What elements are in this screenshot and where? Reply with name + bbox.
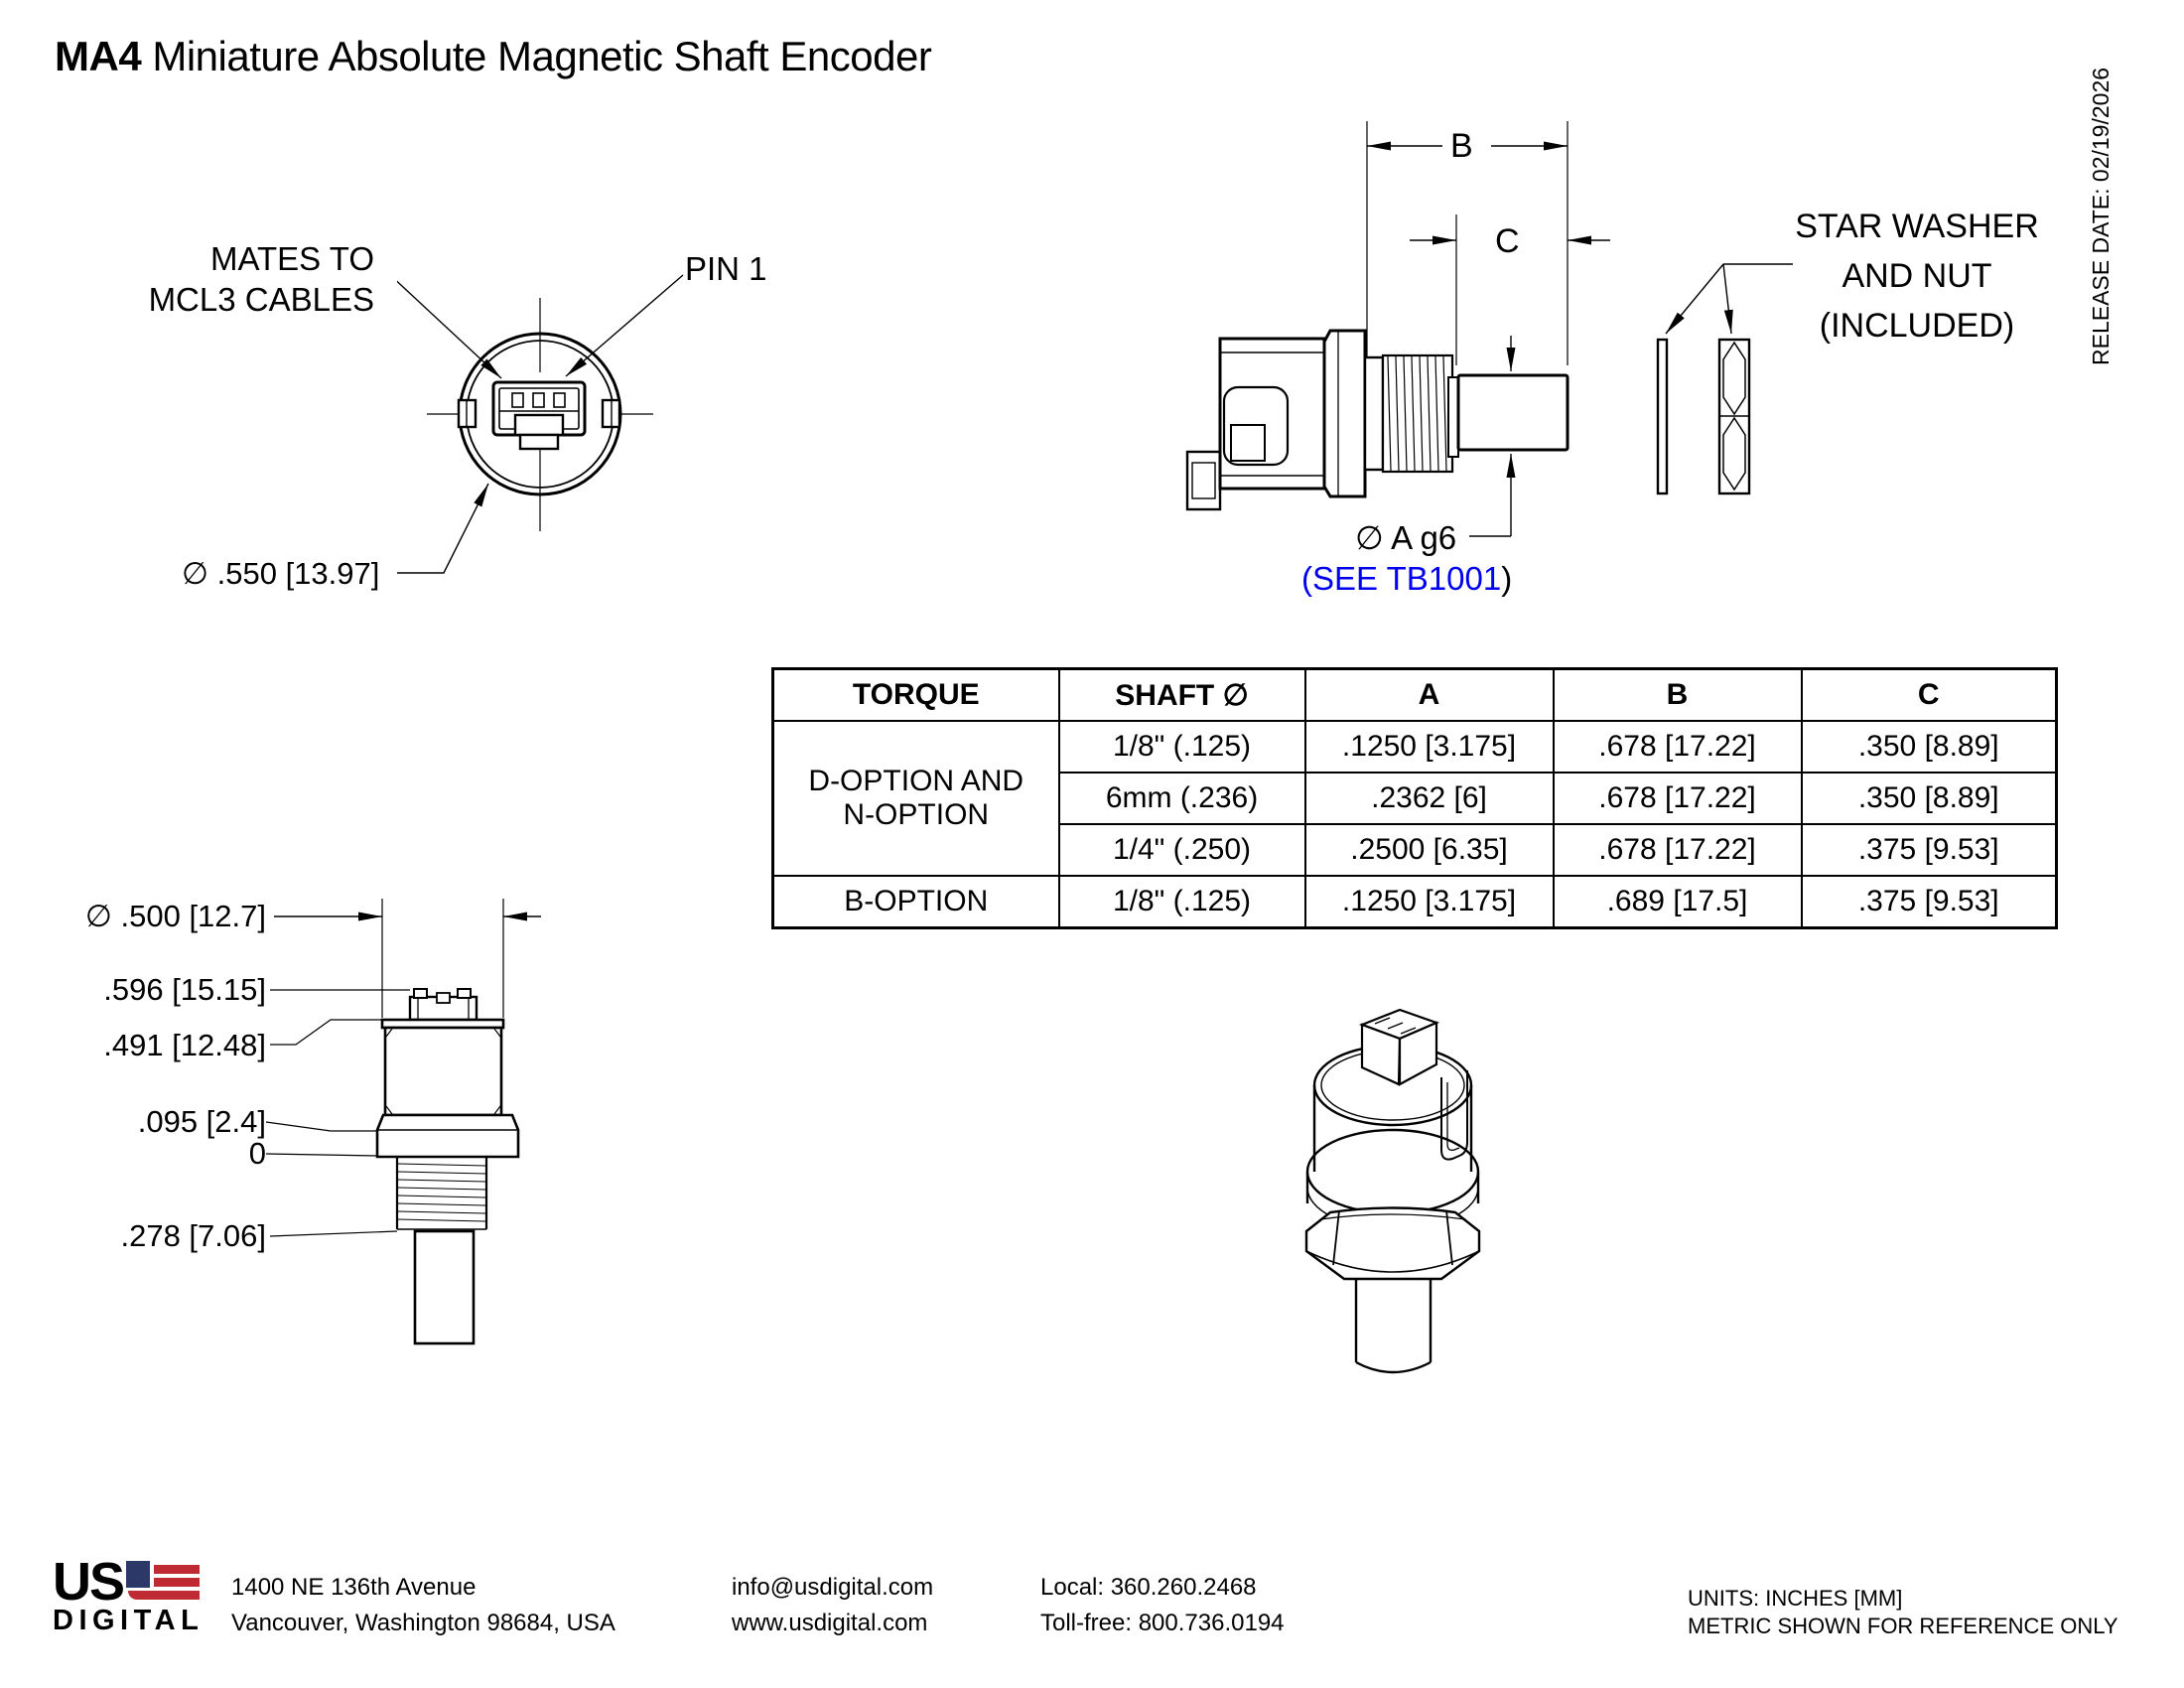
tb1001-link-close: ) [1501, 560, 1513, 597]
cell-torque-b: B-OPTION [771, 875, 1060, 929]
flag-stripe-1 [154, 1565, 200, 1574]
footer-email[interactable]: info@usdigital.com [732, 1574, 934, 1601]
diameter-leader-arrow [397, 483, 489, 574]
cell-b: .678 [17.22] [1552, 720, 1803, 774]
dim-0: 0 [248, 1136, 266, 1171]
cell-a: .1250 [3.175] [1303, 875, 1555, 929]
top-connector-profile [408, 988, 478, 1022]
product-model: MA4 [55, 33, 142, 79]
isometric-view-drawing [1304, 1008, 1481, 1374]
table-row: B-OPTION 1/8" (.125) .1250 [3.175] .689 … [771, 875, 2058, 929]
col-header-a: A [1303, 667, 1555, 722]
address-line2: Vancouver, Washington 98684, USA [231, 1610, 615, 1636]
dim-500: ∅ .500 [12.7] [84, 899, 266, 933]
cell-shaft: 1/8" (.125) [1057, 875, 1306, 929]
cell-torque-dn: D-OPTION AND N-OPTION [771, 720, 1060, 877]
cell-shaft: 1/4" (.250) [1057, 823, 1306, 877]
dim-491: .491 [12.48] [103, 1028, 266, 1062]
dim-leaders [265, 989, 410, 1237]
col-header-c: C [1800, 667, 2058, 722]
dim-278: .278 [7.06] [120, 1218, 266, 1253]
cell-c: .375 [9.53] [1800, 875, 2058, 929]
dim-596: .596 [15.15] [103, 972, 266, 1007]
pin1-label: PIN 1 [685, 250, 767, 287]
release-date: RELEASE DATE: 02/19/2026 [2088, 67, 2114, 365]
table-header-row: TORQUE SHAFT ∅ A B C [771, 667, 2058, 722]
thread-profile [395, 1157, 488, 1230]
units-note-line1: UNITS: INCHES [MM] [1688, 1586, 1903, 1611]
cell-c: .375 [9.53] [1800, 823, 2058, 877]
logo-us-text: US [53, 1552, 125, 1612]
side-view-drawing [1185, 121, 1793, 537]
shaft-dia-label: ∅ A g6 [1355, 519, 1457, 556]
flag-stripe-3 [128, 1591, 200, 1600]
dim-b-label: B [1450, 127, 1473, 165]
iso-shaft [1354, 1279, 1433, 1374]
col-header-torque: TORQUE [771, 667, 1060, 722]
cell-a: .2500 [6.35] [1303, 823, 1555, 877]
pin-3 [553, 392, 566, 408]
table-row: D-OPTION AND N-OPTION 1/8" (.125) .1250 … [771, 720, 2058, 877]
dim-095: .095 [2.4] [137, 1104, 266, 1139]
iso-connector-box [1358, 1008, 1440, 1086]
star-washer-label: STAR WASHER AND NUT (INCLUDED) [1795, 208, 2039, 345]
connector-outline [491, 380, 587, 451]
footer-phone-tollfree: Toll-free: 800.736.0194 [1040, 1610, 1285, 1636]
table-row: 1/4" (.250) .2500 [6.35] .678 [17.22] .3… [773, 823, 2058, 877]
address-line1: 1400 NE 136th Avenue [231, 1574, 477, 1601]
tb1001-link[interactable]: (SEE TB1001 [1301, 560, 1502, 597]
pin-1 [511, 392, 524, 408]
iso-hex-nut [1304, 1206, 1481, 1281]
footer-phone-local: Local: 360.260.2468 [1040, 1574, 1257, 1601]
flag-stripe-2 [154, 1578, 200, 1587]
cell-b: .689 [17.5] [1552, 875, 1803, 929]
keying-tab-left [457, 398, 478, 429]
nut-seat-flange [375, 1113, 520, 1159]
cell-a: .2362 [6] [1303, 772, 1555, 825]
col-header-b: B [1552, 667, 1803, 722]
keying-tab-right [601, 398, 621, 429]
connector-diameter-dim: ∅ .550 [13.97] [182, 556, 380, 591]
table-row: 6mm (.236) .2362 [6] .678 [17.22] .350 [… [773, 772, 2058, 825]
shaft-profile [413, 1229, 476, 1345]
nut-profile [1717, 338, 1751, 495]
mates-leader-arrow [397, 280, 502, 379]
units-note-line2: METRIC SHOWN FOR REFERENCE ONLY [1688, 1614, 2118, 1638]
connector-face-drawing [397, 274, 684, 574]
footer-website[interactable]: www.usdigital.com [732, 1610, 928, 1636]
encoder-body-profile [1185, 329, 1570, 511]
body-profile [383, 1026, 503, 1117]
profile-view-drawing [265, 899, 541, 1345]
cell-b: .678 [17.22] [1552, 823, 1803, 877]
cell-c: .350 [8.89] [1800, 772, 2058, 825]
cell-a: .1250 [3.175] [1303, 720, 1555, 774]
flag-canton [126, 1561, 150, 1588]
connector-latch [518, 433, 560, 451]
cell-shaft: 1/8" (.125) [1057, 720, 1306, 774]
shaft-dia-leader [1469, 336, 1516, 537]
mounting-flange [1322, 329, 1367, 498]
torque-dimension-table: TORQUE SHAFT ∅ A B C D-OPTION AND N-OPTI… [771, 667, 2058, 929]
see-tb1001-ref: (SEE TB1001) [1301, 558, 1512, 599]
col-header-shaft: SHAFT ∅ [1057, 667, 1306, 722]
iso-latch-slot [1440, 1070, 1468, 1161]
cell-b: .678 [17.22] [1552, 772, 1803, 825]
product-name: Miniature Absolute Magnetic Shaft Encode… [141, 33, 932, 79]
pin-2 [532, 392, 545, 408]
washer-leader-arrows [1665, 263, 1793, 335]
threaded-bushing [1381, 353, 1454, 474]
logo-digital-text: DIGITAL [53, 1605, 205, 1636]
dim-c-label: C [1495, 222, 1520, 260]
shaft [1456, 373, 1570, 452]
cell-c: .350 [8.89] [1800, 720, 2058, 774]
pin1-leader-arrow [565, 274, 684, 377]
mates-to-label: MATES TO MCL3 CABLES [148, 240, 374, 318]
star-washer-profile [1656, 338, 1669, 495]
cell-shaft: 6mm (.236) [1057, 772, 1306, 825]
page-title: MA4 Miniature Absolute Magnetic Shaft En… [55, 33, 932, 80]
